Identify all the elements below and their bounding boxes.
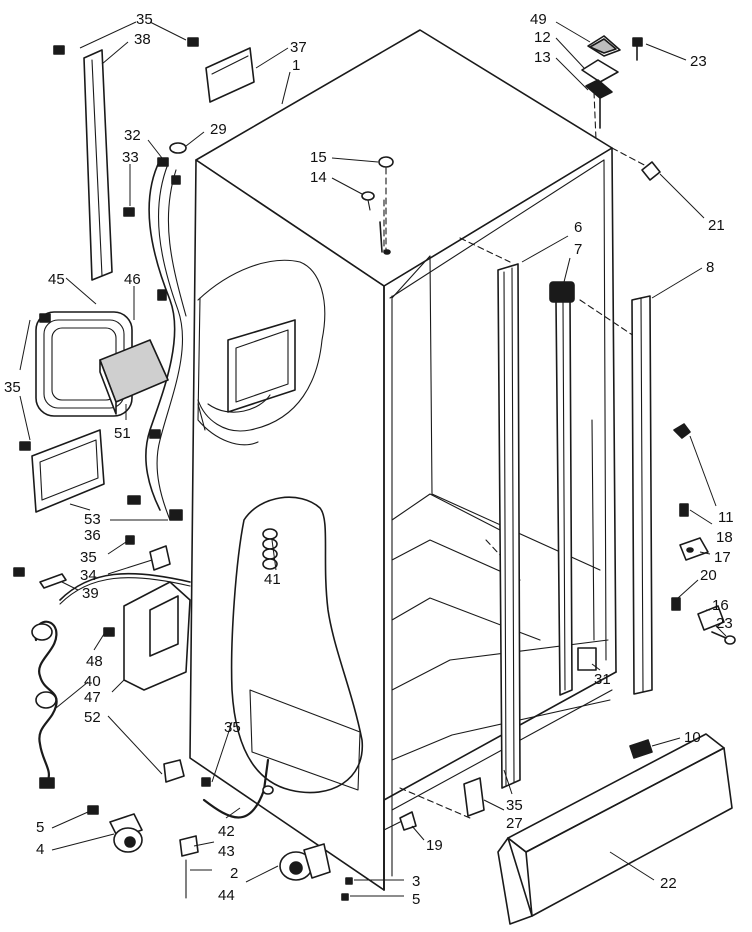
label-part-36: 36: [84, 527, 101, 544]
label-part-18: 18: [716, 529, 733, 546]
leader-lines: [19, 21, 727, 897]
label-part-41: 41: [264, 571, 281, 588]
label-part-6: 6: [574, 219, 582, 236]
label-part-32: 32: [124, 127, 141, 144]
left-parts: [13, 37, 278, 589]
door-strips: [497, 263, 736, 789]
label-part-10: 10: [684, 729, 701, 746]
label-part-33: 33: [122, 149, 139, 166]
label-part-21: 21: [708, 217, 725, 234]
label-part-35-left: 35: [4, 379, 21, 396]
label-part-23-right: 23: [716, 615, 733, 632]
label-part-2: 2: [230, 865, 238, 882]
label-part-53: 53: [84, 511, 101, 528]
label-part-43: 43: [218, 843, 235, 860]
label-part-35-right: 35: [506, 797, 523, 814]
label-part-17: 17: [714, 549, 731, 566]
label-part-46: 46: [124, 271, 141, 288]
label-part-49: 49: [530, 11, 547, 28]
label-part-45: 45: [48, 271, 65, 288]
label-part-48: 48: [86, 653, 103, 670]
label-part-39: 39: [82, 585, 99, 602]
label-part-34: 34: [80, 567, 97, 584]
bottom-grille: [497, 733, 733, 925]
label-part-44: 44: [218, 887, 235, 904]
top-plugs: [169, 142, 394, 255]
lower-parts: [87, 758, 485, 901]
label-part-12: 12: [534, 29, 551, 46]
label-part-42: 42: [218, 823, 235, 840]
label-part-4: 4: [36, 841, 44, 858]
label-part-3: 3: [412, 873, 420, 890]
label-part-13: 13: [534, 49, 551, 66]
label-part-22: 22: [660, 875, 677, 892]
label-part-19: 19: [426, 837, 443, 854]
label-part-47: 47: [84, 689, 101, 706]
label-part-38: 38: [134, 31, 151, 48]
label-part-14: 14: [310, 169, 327, 186]
label-part-31: 31: [594, 671, 611, 688]
label-part-8: 8: [706, 259, 714, 276]
cabinet: [189, 29, 651, 891]
label-part-51: 51: [114, 425, 131, 442]
label-part-35-bottom: 35: [224, 719, 241, 736]
label-part-16: 16: [712, 597, 729, 614]
label-part-1: 1: [292, 57, 300, 74]
label-part-35: 35: [136, 11, 153, 28]
label-part-7: 7: [574, 241, 582, 258]
label-part-40: 40: [84, 673, 101, 690]
label-part-35-mid: 35: [80, 549, 97, 566]
label-part-5-left: 5: [36, 819, 44, 836]
label-part-37: 37: [290, 39, 307, 56]
label-part-5-bottom: 5: [412, 891, 420, 908]
top-hinge-parts: [581, 35, 661, 181]
callout-labels: 35 38 37 1 32 29 33 45 46 35 51 53 36 35…: [4, 11, 734, 908]
rear-panel: [31, 572, 191, 789]
label-part-27: 27: [506, 815, 523, 832]
label-part-52: 52: [84, 709, 101, 726]
label-part-20: 20: [700, 567, 717, 584]
label-part-15: 15: [310, 149, 327, 166]
label-part-29: 29: [210, 121, 227, 138]
label-part-23-top: 23: [690, 53, 707, 70]
label-part-11: 11: [718, 509, 734, 526]
